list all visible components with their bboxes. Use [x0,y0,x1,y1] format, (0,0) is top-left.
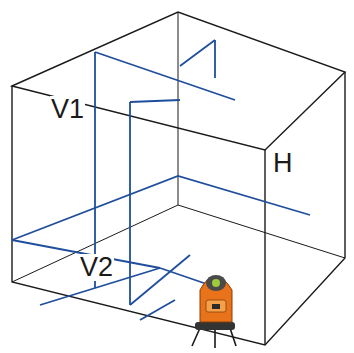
line-label: H [272,150,294,177]
line-label: V1 [50,96,85,123]
room-outline [12,12,345,345]
laser-level [192,275,236,348]
line-label: V2 [79,254,114,281]
laser-lines [12,40,310,320]
